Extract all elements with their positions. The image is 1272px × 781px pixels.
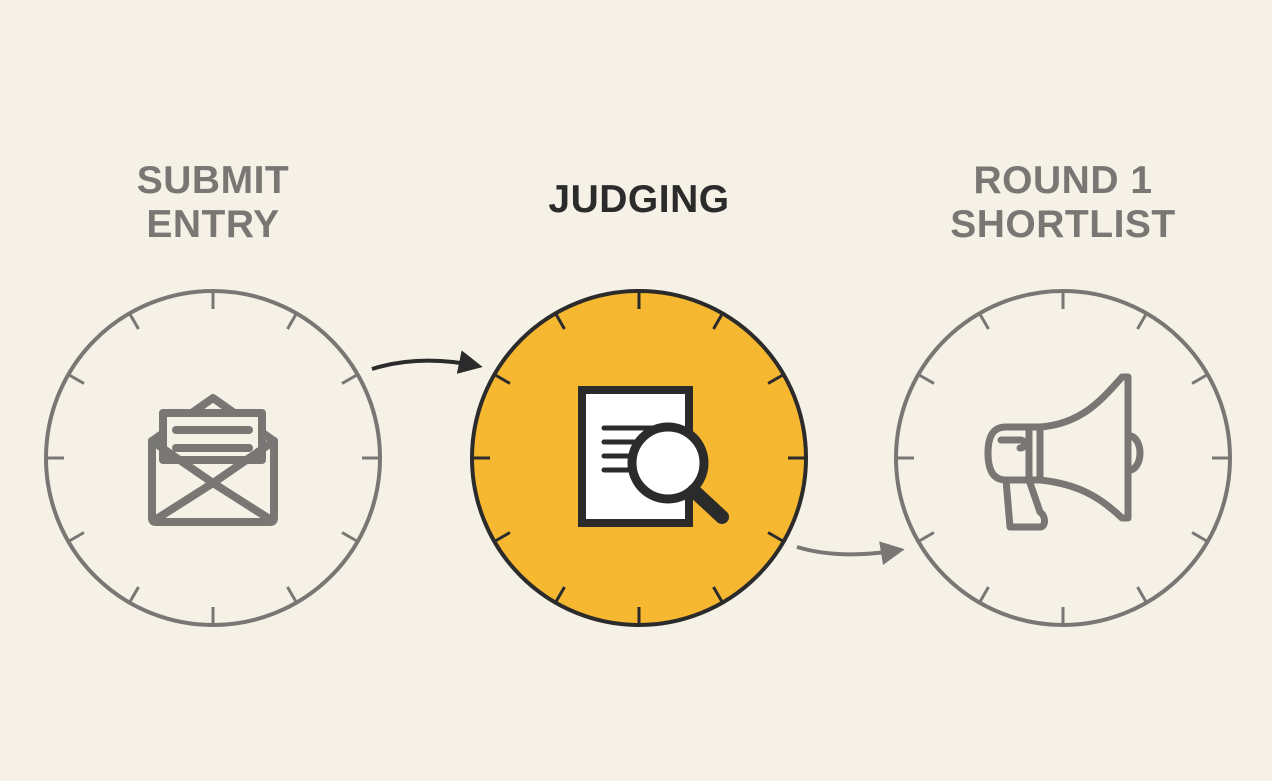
step-label-line: ENTRY [146,203,280,246]
flow-arrow-judging-to-shortlist [796,541,905,565]
clock-ticks [46,291,380,625]
tick-mark [128,586,140,604]
clock-ticks [896,291,1230,625]
step-label-line: ROUND 1 [973,159,1153,202]
tick-mark [341,531,359,543]
tick-mark [978,586,990,604]
tick-mark [1136,586,1148,604]
tick-mark [341,373,359,385]
megaphone-icon [984,373,1144,531]
clock-ticks [472,291,806,625]
flow-arrow-submit-to-judging [371,350,483,374]
tick-mark [917,373,935,385]
tick-mark [128,312,140,330]
tick-mark [712,586,724,604]
tick-mark [767,373,785,385]
open-envelope-icon [148,394,278,526]
tick-mark [712,312,724,330]
tick-mark [917,531,935,543]
tick-mark [286,586,298,604]
step-label-judging: JUDGING [489,178,789,222]
tick-mark [67,531,85,543]
tick-mark [1191,531,1209,543]
step-label-submit-entry: SUBMIT ENTRY [63,159,363,247]
step-label-round-1-shortlist: ROUND 1 SHORTLIST [913,159,1213,247]
tick-mark [554,586,566,604]
step-label-line: SHORTLIST [950,203,1176,246]
step-label-line: SUBMIT [136,159,290,202]
step-label-line: JUDGING [548,178,730,221]
tick-mark [67,373,85,385]
step-circle-submit-entry [44,289,382,627]
tick-mark [978,312,990,330]
step-circle-round-1-shortlist [894,289,1232,627]
tick-mark [493,531,511,543]
tick-mark [767,531,785,543]
tick-mark [1136,312,1148,330]
tick-mark [1191,373,1209,385]
document-magnifier-icon [578,386,729,527]
tick-mark [554,312,566,330]
tick-mark [286,312,298,330]
tick-mark [493,373,511,385]
